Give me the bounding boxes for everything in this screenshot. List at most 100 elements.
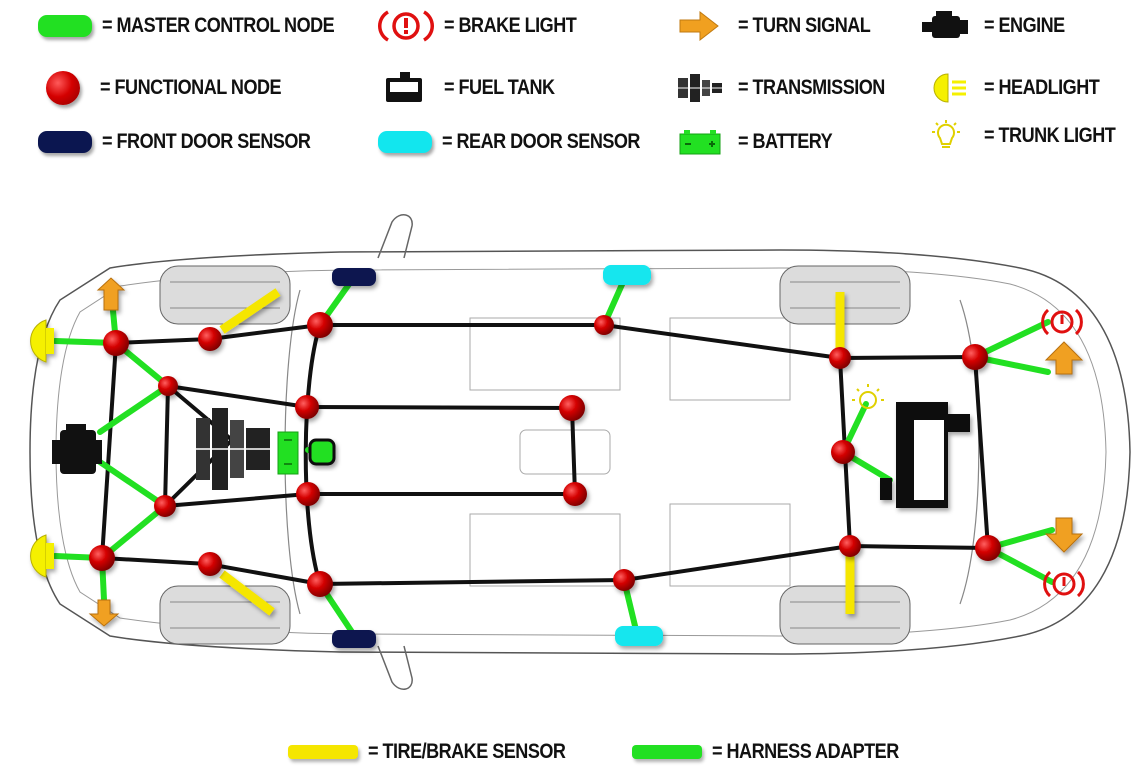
- tire-brake-sensor: [219, 570, 275, 616]
- fuel-tank-icon: [880, 402, 970, 508]
- cyan-bar-icon: [378, 131, 432, 153]
- tire-brake-sensors: [219, 288, 855, 616]
- engine-mount: [94, 440, 102, 464]
- trunk-light-icon: [852, 384, 884, 409]
- turn-signal-rear-left: [1044, 341, 1084, 375]
- brake-ring: [1050, 310, 1074, 334]
- functional-node: [296, 482, 320, 506]
- functional-node: [563, 482, 587, 506]
- legend-tire-brake-sensor: = TIRE/BRAKE SENSOR: [288, 734, 598, 770]
- wire: [100, 341, 118, 560]
- headlight-mount: [46, 328, 54, 354]
- functional-node: [198, 552, 222, 576]
- brake-warning-icon: [378, 10, 434, 42]
- legend-trunk-light: = TRUNK LIGHT: [918, 118, 1137, 154]
- legend-master-control-node: = MASTER CONTROL NODE: [38, 8, 372, 44]
- functional-node: [198, 327, 222, 351]
- wire: [166, 384, 309, 409]
- turn-signal-rear-right: [1044, 517, 1084, 553]
- wire: [570, 406, 577, 496]
- functional-node: [831, 440, 855, 464]
- tires: [159, 265, 911, 645]
- battery-icon: [277, 431, 299, 475]
- tire-front-right: [159, 585, 291, 645]
- wire: [100, 556, 210, 566]
- brake-arc: [1074, 308, 1083, 336]
- wire: [305, 405, 574, 410]
- rear-left-seat: [669, 317, 791, 401]
- legend-label: = TURN SIGNAL: [738, 14, 871, 37]
- wire: [622, 544, 852, 582]
- wire: [838, 355, 977, 360]
- legend-label: = HEADLIGHT: [984, 76, 1100, 99]
- yellow-bar-icon: [288, 745, 358, 759]
- functional-nodes: [89, 312, 1001, 597]
- front-door-sensor-right: [332, 630, 376, 648]
- functional-node: [295, 395, 319, 419]
- brake-warning-icon-right: [1043, 570, 1085, 598]
- headlight-icon: [933, 73, 966, 103]
- legend-label: = TRUNK LIGHT: [984, 124, 1116, 147]
- legend-label: = BATTERY: [738, 130, 833, 153]
- turn-signal-front-right: [88, 599, 120, 627]
- brake-ring: [1052, 572, 1076, 596]
- legend-rear-door-sensor: = REAR DOOR SENSOR: [378, 124, 672, 160]
- engine-cover: [66, 424, 86, 432]
- headlight-mount: [46, 543, 54, 569]
- engine-icon: [52, 424, 102, 474]
- tire-rear-right: [779, 585, 911, 645]
- rear-door-sensor-right: [615, 626, 663, 646]
- tire-rear-left: [779, 265, 911, 325]
- legend-label: = MASTER CONTROL NODE: [102, 14, 335, 37]
- functional-node: [559, 395, 585, 421]
- legend-label: = BRAKE LIGHT: [444, 14, 577, 37]
- legend-engine: = ENGINE: [918, 8, 1078, 44]
- tire-brake-sensor: [219, 288, 281, 334]
- brake-arc: [1076, 570, 1085, 598]
- wire: [848, 544, 990, 550]
- fuel-tank-cap: [880, 478, 892, 500]
- functional-node: [158, 376, 178, 396]
- legend-label: = ENGINE: [984, 14, 1065, 37]
- turn-signals: [88, 277, 1084, 627]
- trunk-light-ray: [856, 388, 860, 392]
- legend-front-door-sensor: = FRONT DOOR SENSOR: [38, 124, 344, 160]
- functional-node: [829, 347, 851, 369]
- legend-transmission: = TRANSMISSION: [672, 70, 909, 106]
- arrow-right-icon: [679, 10, 719, 42]
- front-left-seat: [469, 317, 621, 391]
- brake-arc: [1041, 308, 1050, 336]
- legend-label: = FUNCTIONAL NODE: [100, 76, 282, 99]
- headlight-lamp: [30, 534, 47, 578]
- engine-icon: [922, 11, 968, 38]
- functional-node: [975, 535, 1001, 561]
- rear-door-sensor-left: [603, 265, 651, 285]
- legend-label: = REAR DOOR SENSOR: [442, 130, 640, 153]
- functional-node: [307, 312, 333, 338]
- brake-lights: [1041, 308, 1085, 598]
- legend-label: = FRONT DOOR SENSOR: [102, 130, 311, 153]
- legend-headlight: = HEADLIGHT: [918, 70, 1118, 106]
- rear-window: [959, 299, 980, 605]
- functional-node: [307, 571, 333, 597]
- legend-label: = TIRE/BRAKE SENSOR: [368, 740, 566, 763]
- transmission-icon: [196, 408, 272, 490]
- headlight-icon-left: [30, 319, 54, 363]
- legend-turn-signal: = TURN SIGNAL: [672, 8, 892, 44]
- legend-label: = HARNESS ADAPTER: [712, 740, 899, 763]
- functional-node: [839, 535, 861, 557]
- trunk-light-icon: [932, 120, 960, 148]
- legend-brake-light: = BRAKE LIGHT: [378, 8, 598, 44]
- rear-right-seat: [669, 503, 791, 587]
- wire: [206, 562, 322, 586]
- functional-node: [103, 330, 129, 356]
- battery-icon: [679, 130, 721, 155]
- engine-head: [52, 440, 62, 464]
- harness-adapter: [97, 459, 168, 509]
- wire: [114, 337, 212, 345]
- center-console: [519, 429, 611, 475]
- door-sensors: [332, 265, 663, 648]
- headlight-lamp: [30, 319, 47, 363]
